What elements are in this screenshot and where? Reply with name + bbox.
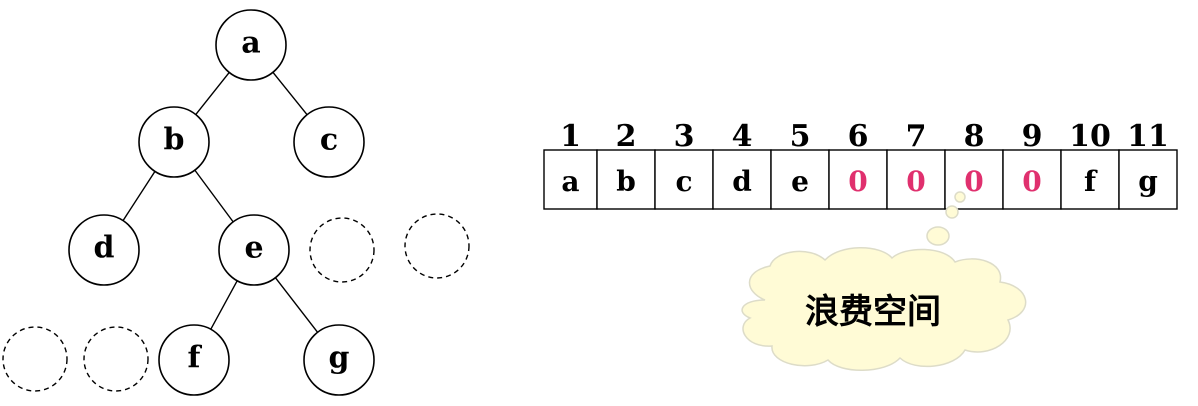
index-label-9: 9: [1022, 119, 1043, 154]
node-label: e: [244, 231, 263, 266]
node-circle: [303, 324, 375, 396]
array-cell-1: a: [543, 149, 598, 210]
tree-node-f: f: [158, 324, 230, 396]
node-circle: [158, 324, 230, 396]
empty-cell-value: 0: [848, 165, 867, 198]
cell-box: [886, 149, 946, 210]
array-cell-5: e: [770, 149, 830, 210]
tree-edges: [122, 71, 319, 333]
array-cell-11: g: [1118, 149, 1178, 210]
cell-box: [770, 149, 830, 210]
node-circle: [68, 214, 140, 286]
node-label: f: [188, 341, 203, 376]
array-cell-8: 0: [944, 149, 1004, 210]
node-circle: [138, 106, 210, 178]
node-circle: [218, 214, 290, 286]
array-cell-2: b: [596, 149, 656, 210]
edge-a-b: [195, 71, 230, 116]
cell-box: [1002, 149, 1062, 210]
array-cell-7: 0: [886, 149, 946, 210]
index-label-3: 3: [674, 119, 695, 154]
thought-bubble-large: [926, 226, 950, 246]
array-cell-6: 0: [828, 149, 888, 210]
ghost-node-2: [404, 213, 470, 279]
cell-box: [654, 149, 714, 210]
cell-value: e: [791, 165, 809, 198]
tree-node-d: d: [68, 214, 140, 286]
edge-e-f: [210, 280, 238, 330]
ghost-node-4: [83, 326, 149, 392]
ghost-nodes: [2, 213, 470, 392]
index-label-11: 11: [1127, 119, 1169, 154]
node-label: a: [241, 26, 260, 61]
edge-b-e: [194, 169, 234, 223]
node-label: c: [320, 123, 338, 158]
tree-nodes: a b c d e f g: [68, 9, 375, 396]
index-label-7: 7: [906, 119, 927, 154]
node-circle: [293, 106, 365, 178]
tree-node-c: c: [293, 106, 365, 178]
tree-node-e: e: [218, 214, 290, 286]
tree-node-b: b: [138, 106, 210, 178]
array-cell-4: d: [712, 149, 772, 210]
cell-value: f: [1084, 165, 1098, 198]
index-label-4: 4: [732, 119, 753, 154]
cell-value: d: [732, 165, 752, 198]
cell-value: b: [616, 165, 636, 198]
edge-b-d: [122, 170, 156, 222]
ghost-node-1: [309, 217, 375, 283]
array-cell-3: c: [654, 149, 714, 210]
index-label-10: 10: [1069, 119, 1111, 154]
index-label-1: 1: [560, 119, 581, 154]
array-cell-10: f: [1060, 149, 1120, 210]
cell-value: c: [675, 165, 692, 198]
array-cell-9: 0: [1002, 149, 1062, 210]
waste-space-callout: 浪费空间: [741, 191, 1027, 371]
tree-node-g: g: [303, 324, 375, 396]
index-label-8: 8: [964, 119, 985, 154]
empty-cell-value: 0: [964, 165, 983, 198]
callout-text: 浪费空间: [805, 292, 941, 332]
cell-box: [1060, 149, 1120, 210]
tree-node-a: a: [215, 9, 287, 81]
node-label: g: [329, 341, 350, 376]
empty-cell-value: 0: [1022, 165, 1041, 198]
cell-box: [828, 149, 888, 210]
cloud-shape: [741, 247, 1027, 371]
index-label-2: 2: [616, 119, 637, 154]
index-label-5: 5: [790, 119, 811, 154]
edge-a-c: [272, 71, 308, 116]
cell-box: [1118, 149, 1178, 210]
empty-cell-value: 0: [906, 165, 925, 198]
cell-value: g: [1138, 165, 1158, 198]
edge-e-g: [274, 277, 319, 333]
thought-bubble-medium: [945, 205, 959, 219]
ghost-node-3: [2, 326, 68, 392]
cell-box: [712, 149, 772, 210]
node-label: d: [94, 231, 115, 266]
cell-box: [596, 149, 656, 210]
node-label: b: [164, 123, 185, 158]
cell-box: [543, 149, 598, 210]
cell-value: a: [561, 165, 579, 198]
node-circle: [215, 9, 287, 81]
index-label-6: 6: [848, 119, 869, 154]
array-cells: a b c d e 0 0 0 0 f g: [543, 149, 1178, 210]
thought-bubble-small: [954, 191, 966, 203]
